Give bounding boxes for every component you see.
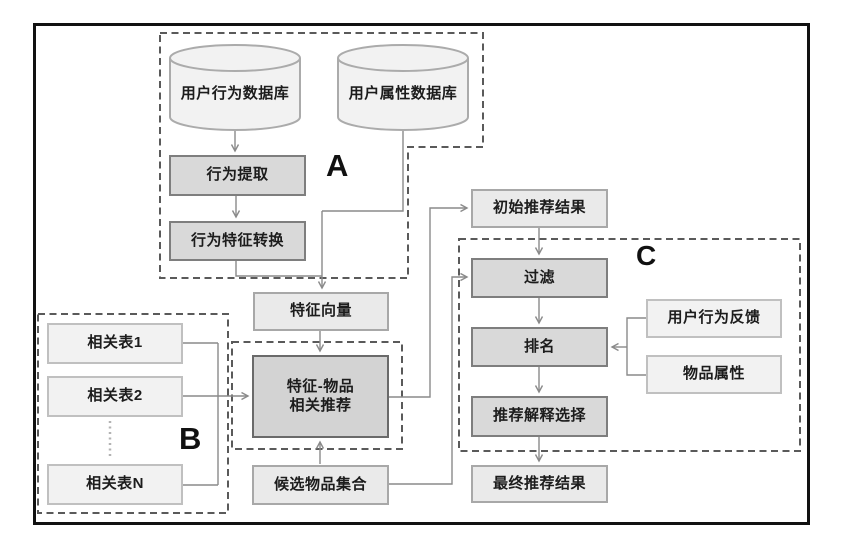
region-a-outline [159,32,484,279]
behavior-extraction-node: 行为提取 [169,155,306,196]
edge-featureitem-to-initial [389,203,469,398]
feature-vector-node: 特征向量 [253,292,389,331]
ranking-node: 排名 [471,327,608,367]
item-attribute-node: 物品属性 [646,355,782,394]
user-attribute-db-cylinder-icon [337,44,469,131]
behavior-feature-transform-node: 行为特征转换 [169,221,306,261]
feature-item-recommendation-line1: 特征-物品 [286,377,355,395]
edge-feedback-attr-bracket [626,317,646,376]
feature-item-recommendation-line2: 相关推荐 [289,396,352,414]
related-table-n-node: 相关表N [47,464,183,505]
outer-frame [33,23,810,525]
user-behavior-db-cylinder-icon [169,44,301,131]
recommendation-explanation-selection-node: 推荐解释选择 [471,396,608,437]
connector-lines [183,131,646,486]
filter-node: 过滤 [471,258,608,298]
user-behavior-db-label: 用户行为数据库 [180,85,290,102]
user-behavior-feedback-node: 用户行为反馈 [646,299,782,338]
candidate-item-set-node: 候选物品集合 [252,465,389,505]
feature-item-recommendation-node: 特征-物品 相关推荐 [252,355,389,438]
final-recommendation-result-node: 最终推荐结果 [471,465,608,503]
related-table-2-node: 相关表2 [47,376,183,417]
related-table-1-node: 相关表1 [47,323,183,364]
region-b-label: B [179,421,202,456]
region-b-outline [37,313,229,514]
initial-recommendation-result-node: 初始推荐结果 [471,189,608,228]
user-attribute-db-label: 用户属性数据库 [348,85,458,102]
edge-attributedb-to-merge [322,131,404,212]
region-a-label: A [326,148,349,183]
edge-candidate-to-filter [389,272,469,485]
edge-transform-to-merge [235,261,322,277]
region-c-label: C [636,240,657,271]
